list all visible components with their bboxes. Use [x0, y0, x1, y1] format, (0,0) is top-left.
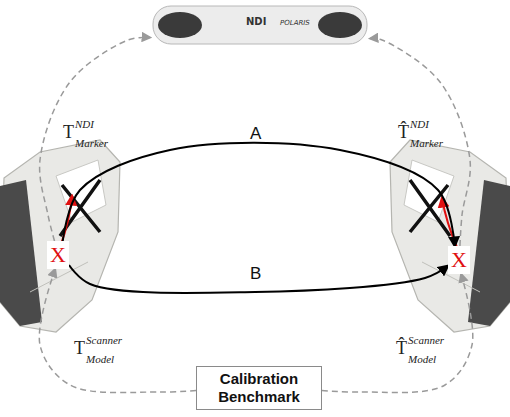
- scanner-body: [390, 140, 510, 332]
- transform-index: NDI: [75, 118, 94, 130]
- camera-housing: [153, 6, 367, 44]
- transform-index: NDI: [410, 118, 429, 130]
- edge-label: A: [250, 124, 261, 144]
- device-logo: NDI: [246, 16, 266, 27]
- frame-label-box: X: [47, 241, 69, 269]
- scanner-face: [0, 180, 42, 326]
- scanner-handle: [404, 160, 454, 222]
- transform-index: Model: [86, 353, 114, 365]
- transform-symbol: T̂: [396, 338, 407, 359]
- transform-index: Marker: [410, 137, 443, 149]
- transform-arrow: [322, 274, 473, 393]
- right-scanner: [390, 140, 510, 332]
- transform-index: Marker: [75, 137, 108, 149]
- frame-label-box: X: [448, 246, 470, 274]
- red-arrow: [442, 198, 458, 250]
- scanner-face: [468, 180, 510, 326]
- transform-arrow: [39, 269, 196, 393]
- transform-symbol: T: [74, 338, 85, 359]
- motion-arrow: [63, 143, 455, 246]
- process-box: Calibration Benchmark: [196, 366, 322, 410]
- transform-symbol: T: [63, 122, 74, 143]
- camera-lens: [318, 12, 362, 38]
- camera-lens: [158, 12, 202, 38]
- frame-symbol: X: [50, 244, 66, 266]
- transform-arrow: [40, 37, 150, 241]
- edge-label: B: [250, 264, 261, 284]
- left-scanner: [0, 140, 120, 332]
- device-logo: POLARIS: [280, 19, 310, 27]
- motion-arrow: [69, 265, 448, 293]
- frame-symbol: X: [451, 249, 467, 271]
- scanner-body: [0, 140, 120, 332]
- transform-symbol: T̂: [398, 122, 409, 143]
- scanner-handle: [56, 160, 106, 222]
- box-title: Calibration Benchmark: [197, 370, 321, 406]
- transform-index: Scanner: [86, 334, 122, 346]
- transform-index: Model: [408, 353, 436, 365]
- tracking-camera: NDI POLARIS: [150, 2, 370, 48]
- transform-index: Scanner: [408, 334, 444, 346]
- transform-arrow: [370, 38, 470, 246]
